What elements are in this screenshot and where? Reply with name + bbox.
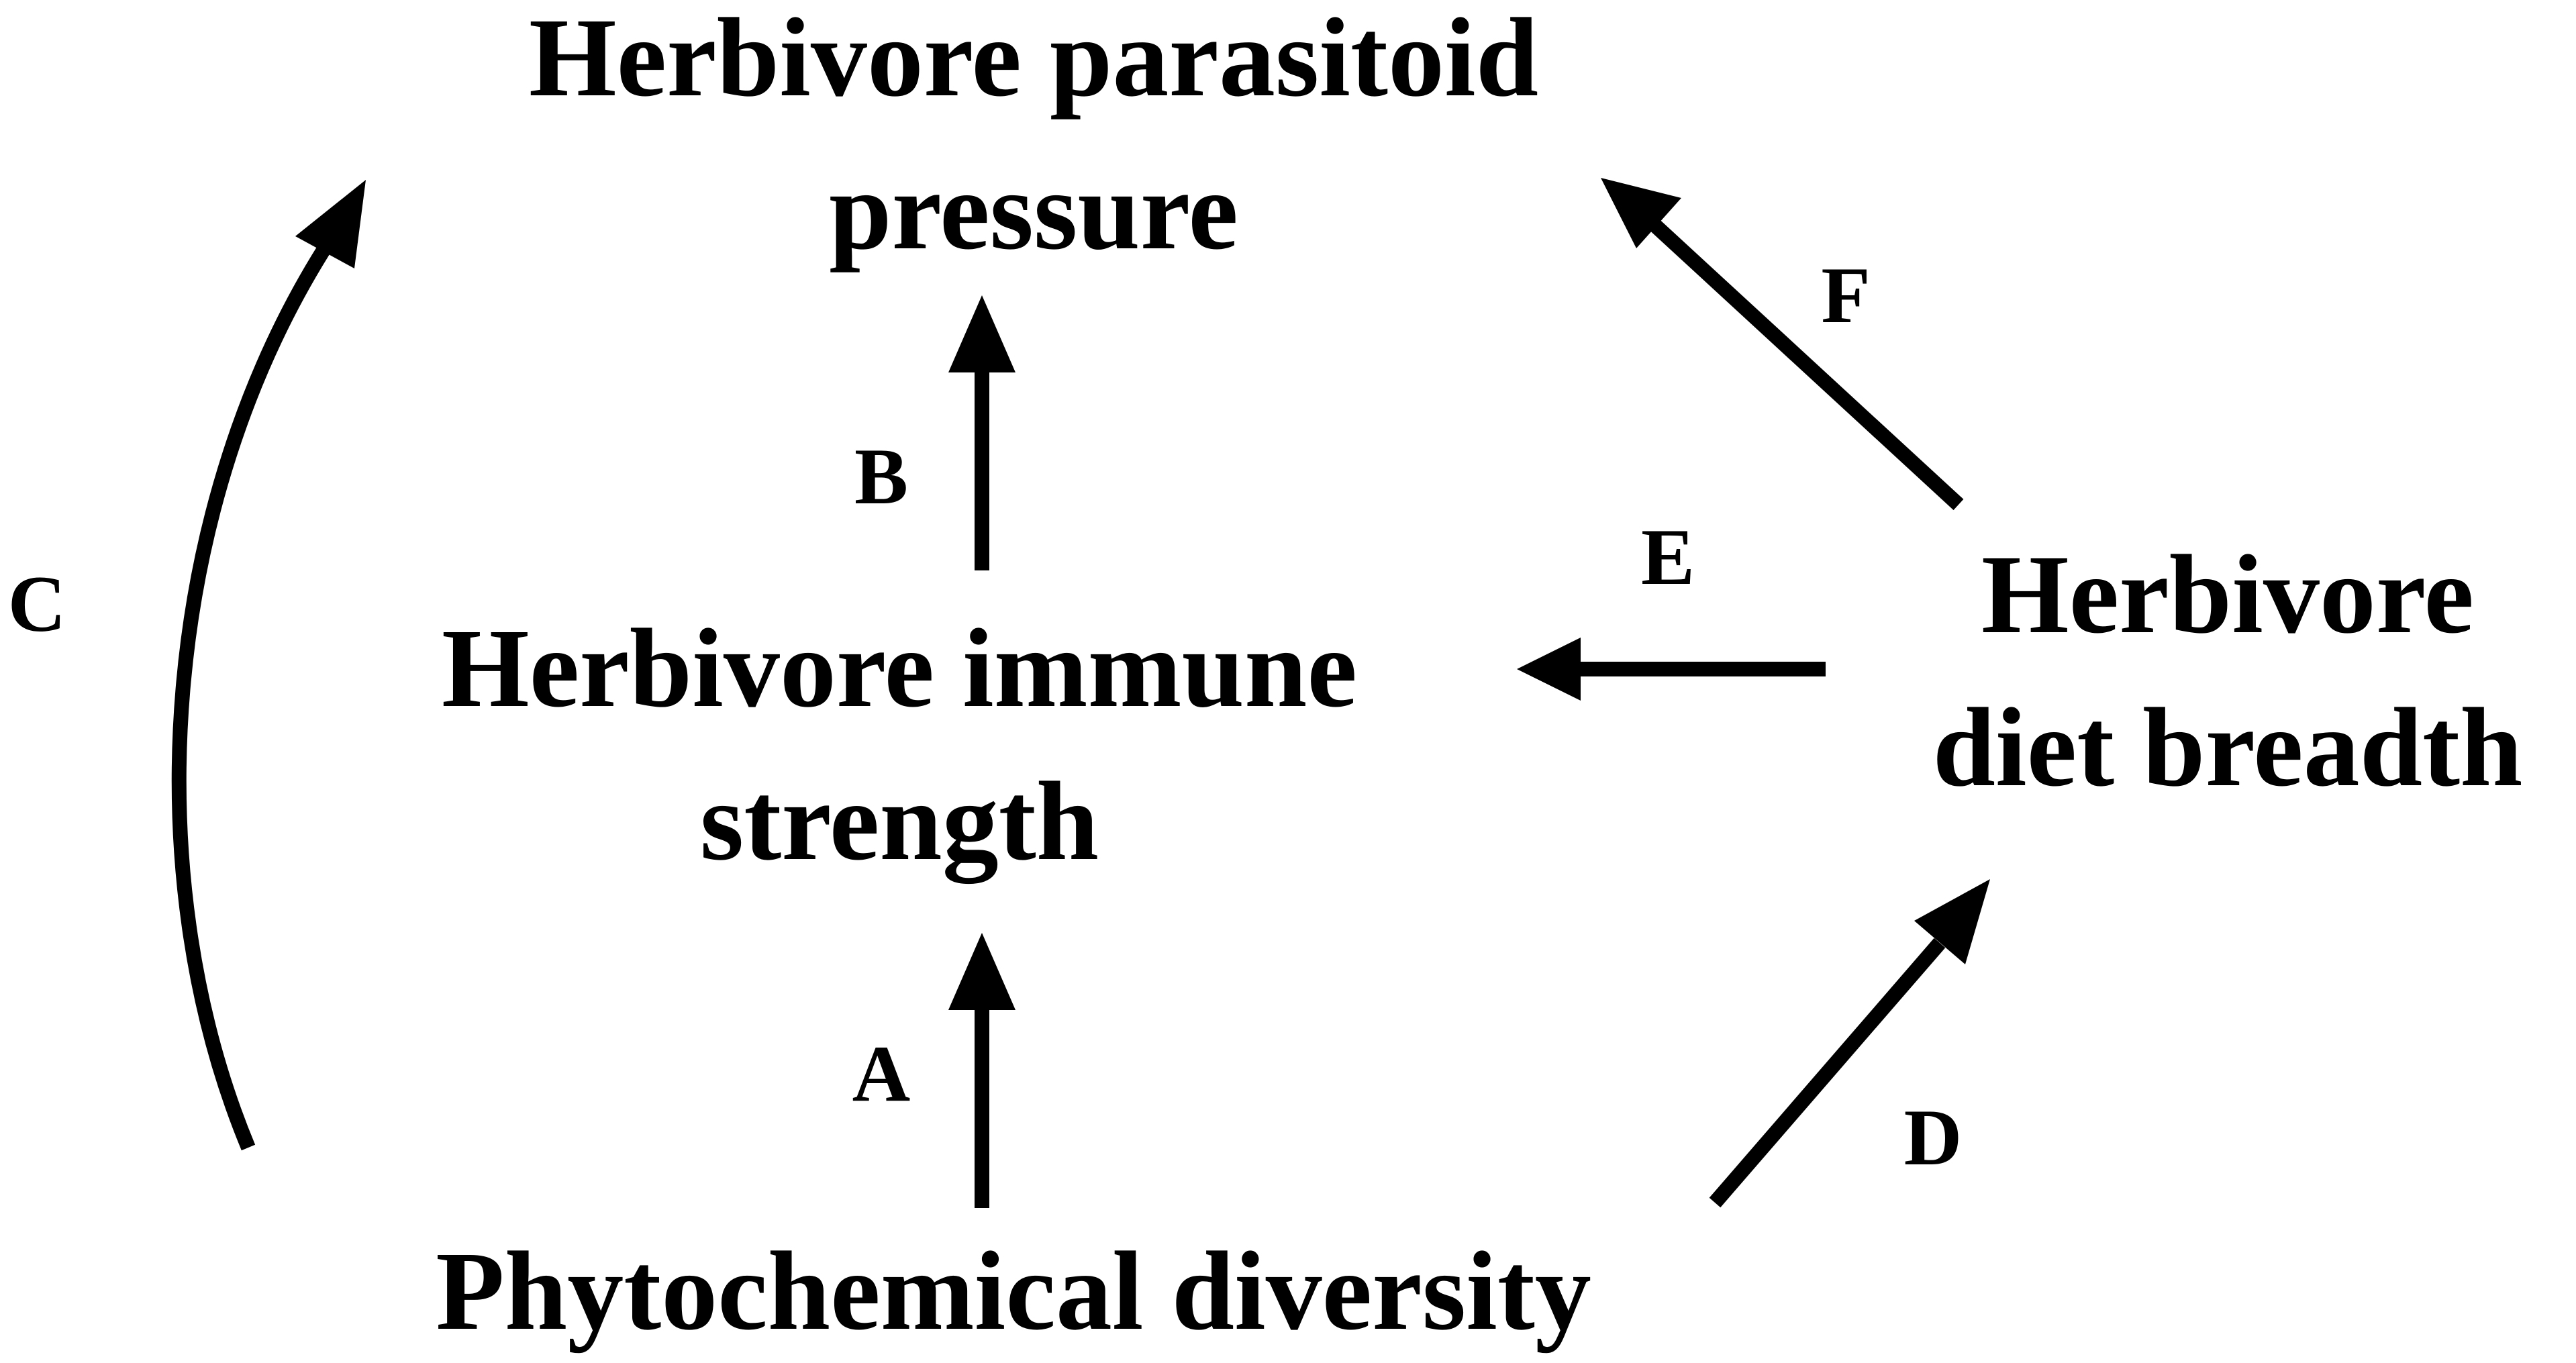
edge-label-D: D <box>1903 1093 1963 1182</box>
node-phytochemical-diversity: Phytochemical diversity <box>282 1235 1745 1348</box>
arrow-C <box>171 180 366 1151</box>
arrow-D <box>1709 879 1990 1208</box>
edge-label-C: C <box>7 559 66 648</box>
edge-label-F: F <box>1821 250 1871 340</box>
arrow-F <box>1601 178 1964 511</box>
node-immune-strength: Herbivore immune strength <box>349 612 1450 878</box>
node-diet-breadth-line1: Herbivore <box>1981 532 2474 657</box>
edge-label-B: B <box>854 432 909 521</box>
node-phytochemical-diversity-line1: Phytochemical diversity <box>436 1229 1591 1354</box>
node-parasitoid-pressure: Herbivore parasitoid pressure <box>403 1 1665 267</box>
arrow-A <box>948 933 1015 1208</box>
arrow-B <box>948 295 1015 570</box>
node-diet-breadth-line2: diet breadth <box>1932 685 2523 810</box>
node-parasitoid-pressure-line1: Herbivore parasitoid <box>528 0 1539 120</box>
node-immune-strength-line2: strength <box>699 759 1099 884</box>
arrow-E <box>1517 638 1826 701</box>
node-diet-breadth: Herbivore diet breadth <box>1879 538 2576 804</box>
node-parasitoid-pressure-line2: pressure <box>829 148 1238 273</box>
node-immune-strength-line1: Herbivore immune <box>441 606 1357 731</box>
edge-label-A: A <box>852 1029 911 1118</box>
edge-label-E: E <box>1640 512 1695 601</box>
